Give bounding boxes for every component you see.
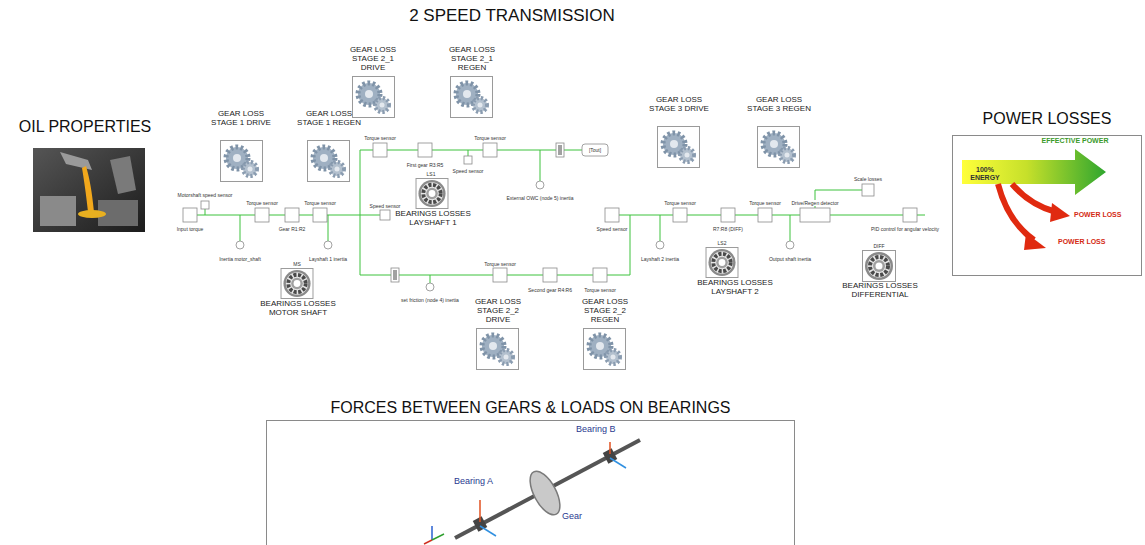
gear-loss-block: GEAR LOSS STAGE 2_1 DRIVE	[341, 46, 405, 120]
bearing-loss-block: BEARINGS LOSSES DIFFERENTIAL	[835, 250, 925, 306]
node-text: Bearing A	[454, 476, 514, 486]
block-caption: Torque sensor	[583, 287, 617, 293]
block-caption: Speed sensor	[452, 168, 485, 174]
node-heading: GEAR LOSS STAGE 1 REGEN	[297, 110, 361, 128]
forces-panel: FORCES BETWEEN GEARS & LOADS ON BEARINGS…	[265, 398, 796, 545]
node-text: POWER LOSS	[1074, 211, 1136, 219]
block-caption: Drive/Regen detector	[790, 200, 839, 206]
block-caption: Output shaft inertia	[768, 256, 812, 262]
gear-loss-block: GEAR LOSS STAGE 3 REGEN	[747, 96, 811, 170]
power-losses-graphic	[953, 136, 1142, 276]
block-caption: Speed sensor	[596, 226, 629, 232]
block-caption: Speed sensor	[369, 203, 402, 209]
block-caption: Input torque	[176, 226, 205, 232]
node-heading: GEAR LOSS STAGE 1 DRIVE	[209, 110, 273, 128]
node-heading: OIL PROPERTIES	[2, 118, 168, 136]
oil-properties-block: OIL PROPERTIES	[2, 118, 168, 236]
node-heading: GEAR LOSS STAGE 3 DRIVE	[647, 96, 711, 114]
block-caption: Torque sensor	[663, 200, 697, 206]
block-caption: Inertia motor_shaft	[218, 256, 262, 262]
node-text: Bearing B	[576, 424, 636, 434]
node-heading: GEAR LOSS STAGE 2_1 DRIVE	[341, 46, 405, 73]
gear-loss-block: GEAR LOSS STAGE 2_2 REGEN	[573, 298, 637, 372]
block-caption: R7:R8 (DIFF)	[712, 226, 744, 232]
block-caption: Second gear R4:R6	[527, 287, 573, 293]
node-heading: BEARINGS LOSSES LAYSHAFT 1	[388, 210, 478, 228]
node-heading: GEAR LOSS STAGE 2_1 REGEN	[440, 46, 504, 73]
block-caption: [Tout]	[588, 147, 602, 153]
node-heading: FORCES BETWEEN GEARS & LOADS ON BEARINGS	[265, 399, 796, 417]
power-losses-panel: POWER LOSSES EFFECTIVE POWER 100% ENERGY PO…	[952, 108, 1145, 276]
block-caption: MS	[292, 261, 302, 267]
block-caption: External OWC (node 5) inertia	[506, 195, 575, 201]
block-caption: DIFF	[872, 243, 885, 249]
block-caption: Gear R1:R2	[278, 226, 307, 232]
gear-loss-block: GEAR LOSS STAGE 1 DRIVE	[209, 110, 273, 184]
node-text: EFFECTIVE POWER	[1020, 137, 1130, 145]
block-caption: Scale losses	[853, 176, 883, 182]
block-caption: First gear R3:R5	[406, 162, 445, 168]
simulink-blocks	[183, 143, 917, 291]
node-heading: POWER LOSSES	[952, 110, 1142, 128]
forces-graphic	[267, 421, 795, 545]
block-caption: Torque sensor	[245, 200, 279, 206]
block-caption: LS1	[426, 171, 437, 177]
diagram-title: 2 SPEED TRANSMISSION	[300, 6, 724, 26]
block-caption: LS2	[717, 240, 728, 246]
block-caption: Layshaft 2 inertia	[640, 256, 680, 262]
node-heading: GEAR LOSS STAGE 2_2 DRIVE	[466, 298, 530, 325]
signal-wires	[183, 150, 925, 283]
block-caption: Layshaft 1 inertia	[308, 256, 348, 262]
block-caption: PID control for angular velocity	[870, 226, 940, 232]
node-heading: BEARINGS LOSSES MOTOR SHAFT	[253, 300, 343, 318]
bearing-loss-block: BEARINGS LOSSES LAYSHAFT 2	[690, 247, 780, 303]
block-caption: Torque sensor	[363, 135, 397, 141]
oil-picture	[33, 148, 145, 232]
node-heading: BEARINGS LOSSES DIFFERENTIAL	[835, 282, 925, 300]
node-heading: GEAR LOSS STAGE 3 REGEN	[747, 96, 811, 114]
bearing-loss-block: BEARINGS LOSSES MOTOR SHAFT	[253, 268, 343, 324]
block-caption: set friction (node 4) inertia	[400, 297, 460, 303]
gear-loss-block: GEAR LOSS STAGE 1 REGEN	[297, 110, 361, 184]
block-caption: Torque sensor	[748, 200, 782, 206]
block-caption: Motorshaft speed sensor	[176, 192, 233, 198]
gear-loss-block: GEAR LOSS STAGE 2_1 REGEN	[440, 46, 504, 120]
node-text: 100% ENERGY	[962, 166, 1008, 182]
block-caption: Torque sensor	[483, 261, 517, 267]
node-text: POWER LOSS	[1058, 238, 1120, 246]
block-caption: Torque sensor	[473, 135, 507, 141]
block-caption: Torque sensor	[303, 200, 337, 206]
node-heading: GEAR LOSS STAGE 2_2 REGEN	[573, 298, 637, 325]
bearing-loss-block: BEARINGS LOSSES LAYSHAFT 1	[388, 178, 478, 234]
gear-loss-block: GEAR LOSS STAGE 2_2 DRIVE	[466, 298, 530, 372]
gear-loss-block: GEAR LOSS STAGE 3 DRIVE	[647, 96, 711, 170]
node-heading: BEARINGS LOSSES LAYSHAFT 2	[690, 279, 780, 297]
node-text: Gear	[562, 511, 602, 521]
